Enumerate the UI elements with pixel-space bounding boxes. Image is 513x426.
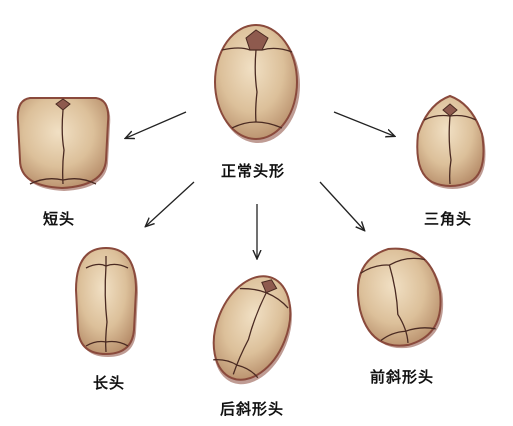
skull-anterior-plagiocephaly: [356, 247, 444, 349]
skull-trigonocephaly: [416, 94, 486, 189]
skull-normal: [214, 24, 300, 143]
skull-posterior-plagiocephaly: [212, 275, 292, 385]
arrow-to-brachycephaly: [126, 111, 187, 138]
label-normal: 正常头形: [221, 162, 286, 180]
arrow-to-anterior-plagiocephaly: [319, 181, 364, 230]
arrow-to-trigonocephaly: [333, 111, 394, 136]
skull-brachycephaly: [16, 97, 111, 191]
label-brachycephaly: 短头: [43, 210, 76, 228]
arrow-to-dolichocephaly: [146, 181, 195, 226]
label-dolichocephaly: 长头: [93, 374, 126, 392]
label-posterior-plagiocephaly: 后斜形头: [220, 400, 285, 418]
skull-dolichocephaly: [74, 246, 138, 357]
label-trigonocephaly: 三角头: [424, 210, 473, 228]
label-anterior-plagiocephaly: 前斜形头: [370, 368, 435, 386]
